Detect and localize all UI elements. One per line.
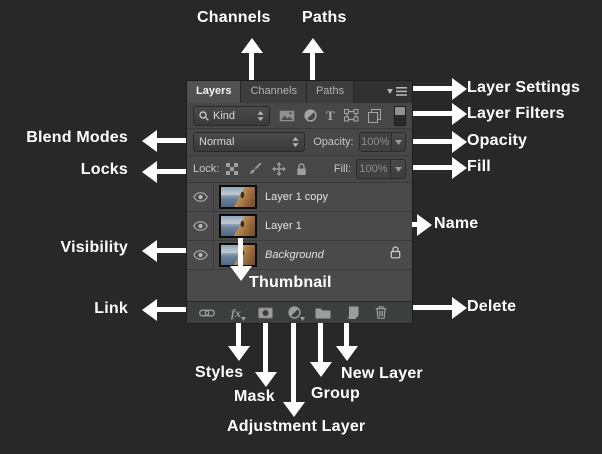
annotation-layer-filters: Layer Filters	[467, 105, 565, 122]
arrow-to-opacity	[413, 130, 467, 153]
updown-arrows-icon	[257, 110, 264, 121]
annotation-locks: Locks	[80, 161, 128, 178]
filter-smart-objects-icon[interactable]	[367, 108, 381, 123]
layer-name[interactable]: Layer 1 copy	[265, 191, 328, 203]
annotation-blend-modes: Blend Modes	[26, 129, 128, 146]
layer-row-layer1copy[interactable]: Layer 1 copy	[187, 183, 412, 212]
visibility-eye-icon[interactable]	[187, 212, 214, 240]
add-layer-mask-button[interactable]	[257, 305, 273, 321]
arrow-to-styles	[227, 323, 250, 361]
arrow-to-group	[309, 323, 332, 377]
annotation-fill: Fill	[467, 158, 491, 175]
lock-icons	[226, 162, 307, 176]
lock-pixels-icon[interactable]	[248, 162, 262, 176]
layer-thumbnail[interactable]	[219, 185, 257, 209]
arrow-to-layer-filters	[413, 102, 467, 125]
fill-label: Fill:	[333, 163, 351, 175]
filter-toggle-switch[interactable]	[394, 105, 406, 126]
fx-dropdown-triangle-icon	[241, 316, 246, 321]
blend-mode-dropdown[interactable]: Normal	[193, 132, 306, 152]
layer-name[interactable]: Background	[265, 249, 324, 261]
arrow-to-layer-settings	[413, 77, 467, 100]
filter-kind-dropdown[interactable]: Kind	[193, 105, 270, 126]
arrow-to-new-layer	[335, 323, 358, 361]
tab-paths[interactable]: Paths	[306, 81, 355, 103]
arrow-to-adjustment-layer	[282, 323, 305, 417]
annotation-new-layer: New Layer	[341, 365, 423, 382]
opacity-value-control[interactable]: 100%	[358, 132, 406, 152]
menu-lines-icon	[396, 87, 407, 96]
annotation-channels: Channels	[197, 9, 271, 26]
annotation-delete: Delete	[467, 298, 517, 315]
lock-all-icon[interactable]	[296, 162, 307, 176]
arrow-to-visibility	[142, 239, 186, 262]
tabbar-spacer	[354, 81, 412, 103]
annotation-group: Group	[311, 385, 360, 402]
fill-value: 100%	[359, 163, 388, 175]
menu-triangle-icon	[387, 89, 393, 94]
annotation-name: Name	[434, 215, 479, 232]
annotation-styles: Styles	[195, 364, 244, 381]
annotation-layer-settings: Layer Settings	[467, 79, 581, 96]
arrow-to-link	[142, 298, 186, 321]
updown-arrows-icon	[292, 137, 299, 147]
lock-position-icon[interactable]	[272, 162, 287, 176]
blend-mode-row: Normal Opacity: 100%	[187, 129, 412, 156]
opacity-value: 100%	[361, 136, 390, 148]
arrow-to-channels-tab	[240, 38, 263, 80]
layer-name[interactable]: Layer 1	[265, 220, 302, 232]
annotation-paths: Paths	[302, 9, 347, 26]
annotation-adjustment-layer: Adjustment Layer	[227, 418, 366, 435]
opacity-dropdown-icon[interactable]	[390, 133, 405, 151]
annotation-link: Link	[94, 300, 128, 317]
adjustment-dropdown-triangle-icon	[300, 316, 305, 321]
kind-label: Kind	[213, 109, 236, 122]
arrow-to-delete	[413, 296, 467, 319]
panel-tabbar: Layers Channels Paths	[187, 81, 412, 103]
arrow-to-fill	[413, 156, 467, 179]
visibility-eye-icon[interactable]	[187, 183, 214, 211]
link-layers-button[interactable]	[199, 305, 215, 321]
layer-thumbnail[interactable]	[219, 214, 257, 238]
filter-shape-layers-icon[interactable]	[343, 109, 359, 122]
arrow-to-name	[412, 213, 432, 236]
layers-list: Layer 1 copy Layer 1 Background	[187, 183, 412, 301]
layer-styles-button[interactable]: fx	[228, 305, 246, 321]
arrow-to-paths-tab	[301, 38, 324, 80]
layers-panel: Layers Channels Paths Kind	[186, 80, 413, 324]
delete-layer-button[interactable]	[373, 305, 389, 321]
add-adjustment-layer-button[interactable]	[286, 305, 305, 321]
lock-transparency-icon[interactable]	[226, 163, 239, 175]
arrow-to-locks	[142, 160, 186, 183]
background-lock-icon	[390, 246, 401, 264]
filter-type-layers-icon[interactable]: T	[326, 108, 335, 123]
panel-menu-button[interactable]	[387, 87, 407, 96]
arrow-to-blend-modes	[142, 129, 186, 152]
lock-label: Lock:	[193, 163, 220, 175]
filter-row: Kind T	[187, 103, 412, 129]
layer-row-background[interactable]: Background	[187, 241, 412, 270]
arrow-to-thumbnail	[229, 238, 252, 281]
panel-toolbar: fx	[187, 301, 412, 323]
filter-adjustment-layers-icon[interactable]	[304, 109, 317, 122]
arrow-to-mask	[254, 323, 277, 387]
search-icon	[199, 110, 209, 121]
annotation-thumbnail: Thumbnail	[249, 274, 332, 291]
annotation-visibility: Visibility	[60, 239, 128, 256]
fill-dropdown-icon[interactable]	[390, 160, 405, 178]
annotation-mask: Mask	[234, 388, 275, 405]
layer-row-layer1[interactable]: Layer 1	[187, 212, 412, 241]
new-group-button[interactable]	[315, 305, 331, 321]
filter-pixel-layers-icon[interactable]	[279, 109, 295, 122]
fill-value-control[interactable]: 100%	[356, 159, 406, 179]
lock-row: Lock: Fill: 100%	[187, 156, 412, 183]
blend-mode-value: Normal	[199, 136, 235, 148]
new-layer-button[interactable]	[344, 305, 360, 321]
visibility-eye-icon[interactable]	[187, 241, 214, 269]
tab-layers[interactable]: Layers	[187, 81, 242, 103]
opacity-label: Opacity:	[313, 136, 354, 148]
layer-filter-icons: T	[279, 108, 381, 123]
tab-channels[interactable]: Channels	[241, 81, 307, 103]
annotation-opacity: Opacity	[467, 132, 528, 149]
